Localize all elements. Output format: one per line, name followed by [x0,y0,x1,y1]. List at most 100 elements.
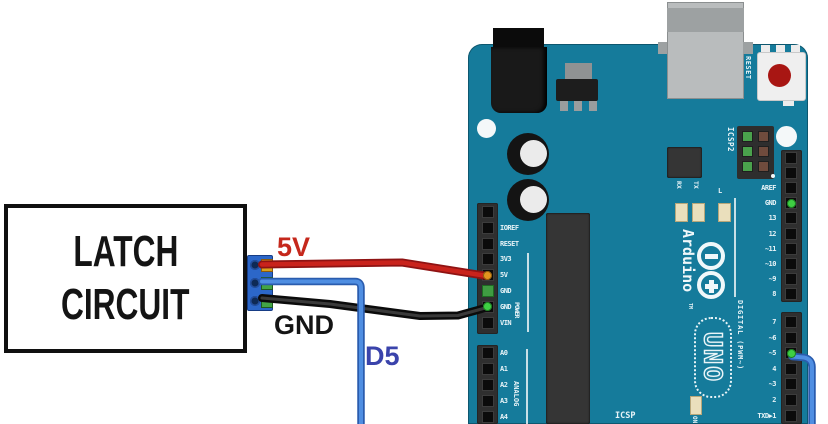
pin-label: ~10 [764,259,777,268]
pin-analog-a0[interactable] [481,347,494,359]
pin-label: 4 [772,364,776,373]
pin-digital_top-11[interactable] [785,242,797,255]
digital-group-label: DIGITAL (PWM~) [736,300,744,371]
latch-circuit-block[interactable]: LATCH CIRCUIT [4,204,247,353]
pin-label: GND [500,287,512,295]
barrel-jack [491,47,547,113]
arduino-brand-text: Arduino [679,229,697,293]
reset-button-tab [783,98,794,106]
pin-label: ~5 [768,349,777,358]
tx-label: TX [692,181,700,189]
analog-bracket [526,349,528,424]
regulator-leg [574,101,582,111]
green-dot [786,198,796,208]
pin-label: ~6 [768,333,777,342]
power-group-label: POWER [513,302,521,318]
pin-power-reset[interactable] [481,237,494,250]
arduino-logo-ring-plus [697,271,725,299]
pin-label: RESET [500,239,519,248]
tx-led [692,203,705,222]
pin-label: A0 [500,349,508,357]
pin-label: 5V [500,271,508,280]
capacitor-top [520,186,547,213]
wire-label-5v: 5V [277,232,311,262]
pin-label: VIN [500,318,512,327]
pin-digital_top-9[interactable] [785,272,797,285]
pin-label: 3V3 [500,255,512,264]
orange-dot [483,270,492,280]
mounting-hole [477,119,496,138]
pin-analog-a4[interactable] [481,411,494,423]
pin-power-nc[interactable] [481,206,494,218]
voltage-regulator-tab [565,63,592,80]
icsp2-pin1-dot [771,174,775,178]
pin-label: A2 [500,381,508,389]
pin-digital_bottom-7[interactable] [785,316,797,328]
pin-digital_bottom-6[interactable] [785,331,797,344]
pin-power-ioref[interactable] [481,221,494,234]
pin-analog-a3[interactable] [481,395,494,407]
pin-label: ~9 [768,274,777,283]
arduino-tm: TM [687,303,693,310]
pin-label: AREF [761,184,776,193]
pin-label: A4 [500,413,508,421]
l-led-label: L [718,187,723,195]
icsp2-pin[interactable] [742,161,753,172]
pin-label: 8 [772,289,776,298]
pin-label: ~11 [764,244,777,253]
pin-digital_top-12[interactable] [785,227,797,240]
reset-button-tab [776,45,785,53]
digital-bracket [734,198,736,297]
pin-digital_top-nc[interactable] [785,167,797,180]
pin-label: 13 [768,214,777,223]
pin-label: 12 [768,229,777,238]
icsp2-pin[interactable] [758,131,769,142]
pin-digital_top-aref[interactable] [785,182,797,195]
icsp2-pin[interactable] [742,131,753,142]
on-led-label: ON [691,416,698,424]
pin-label: TXD▶1 [757,411,776,420]
icsp2-pin[interactable] [758,146,769,157]
pin-digital_top-nc[interactable] [785,152,797,164]
pin-label: 7 [772,318,776,326]
green-dot [483,302,492,312]
logo-plus-bar-v [709,280,714,293]
pin-label: GND [500,302,512,311]
mounting-hole [776,126,797,147]
l-led [718,203,731,222]
uno-model-badge: UNO [694,317,732,398]
pin-label: 2 [772,396,776,404]
capacitor-top [520,140,547,167]
arduino-logo-ring-minus [697,242,725,270]
pin-analog-a2[interactable] [481,379,494,391]
pin-label: IOREF [500,223,519,232]
pin-label: A1 [500,365,508,373]
barrel-jack-cap [493,28,544,49]
regulator-leg [560,101,568,111]
latch-label-line2: CIRCUIT [61,280,190,329]
reset-button-tab [761,45,770,53]
icsp2-pin[interactable] [758,161,769,172]
usb-interface-chip [667,147,702,178]
reset-button-cap[interactable] [768,64,791,87]
pin-digital_top-10[interactable] [785,257,797,270]
uno-model-text: UNO [698,331,728,384]
rx-label: RX [675,181,683,189]
terminal-screw-3[interactable] [250,296,260,306]
pin-label: ~3 [768,380,777,389]
green-dot [786,348,796,358]
logo-minus-bar [705,254,718,259]
latch-label-line1: LATCH [72,227,178,276]
microcontroller-chip [546,213,590,424]
terminal-screw-1[interactable] [250,260,260,270]
regulator-leg [589,101,597,111]
pin-analog-a1[interactable] [481,363,494,375]
voltage-regulator [556,79,598,101]
icsp2-pin[interactable] [742,146,753,157]
wire-label-d5: D5 [365,341,400,371]
pin-digital_top-13[interactable] [785,212,797,225]
terminal-screw-2[interactable] [250,278,260,288]
pin-digital_top-8[interactable] [785,287,797,300]
